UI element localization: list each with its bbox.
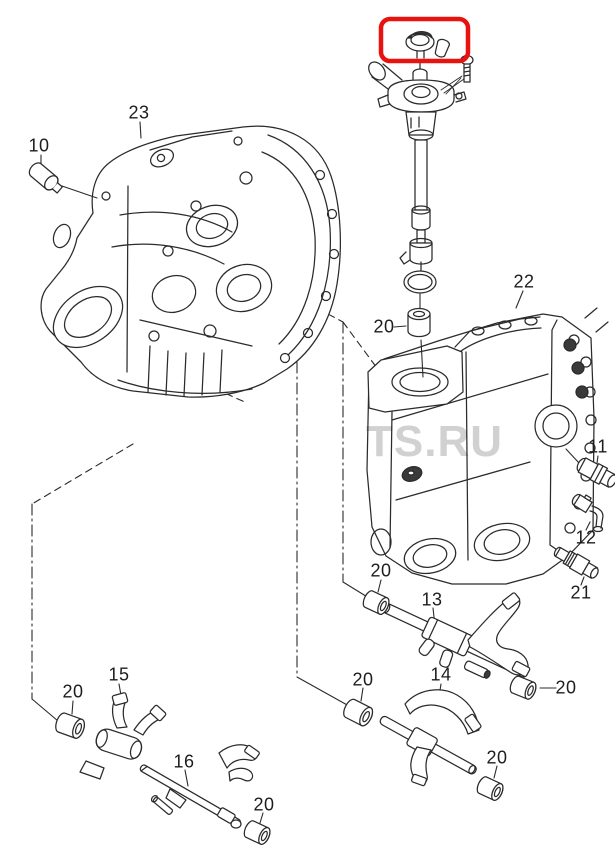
callout-20-14r: 20	[486, 747, 508, 768]
sensor-11	[565, 448, 615, 488]
highlight-box	[378, 16, 471, 64]
callout-22: 22	[513, 271, 535, 292]
selector-shaft-16	[139, 744, 260, 829]
callout-20-15: 20	[62, 681, 84, 702]
callout-20-13l: 20	[370, 560, 392, 581]
callout-12: 12	[575, 527, 597, 548]
o-ring	[403, 270, 437, 294]
housing-23	[40, 125, 341, 398]
bushing-20-shaft16-right	[243, 812, 271, 845]
bushing-20-shaft14-left	[343, 687, 374, 727]
bushing-20-filler	[407, 307, 431, 338]
callout-11: 11	[588, 436, 608, 457]
housing-22	[366, 307, 609, 585]
switch-21	[553, 546, 599, 586]
vent-plug	[434, 38, 450, 58]
plug-10	[28, 154, 98, 199]
callout-leaders	[139, 121, 524, 328]
callout-23: 23	[128, 102, 150, 123]
callout-16: 16	[173, 751, 195, 772]
callout-15: 15	[108, 664, 130, 685]
bushing-20-shaft14-right	[476, 765, 504, 801]
selector-fork-13	[382, 592, 531, 679]
bushing-20-shaft13-right	[509, 675, 557, 700]
bushing-20-fork15	[55, 700, 85, 739]
callout-20-14l: 20	[352, 669, 374, 690]
callout-14: 14	[430, 664, 452, 685]
callout-13: 13	[421, 589, 443, 610]
callout-20-16: 20	[253, 794, 275, 815]
bolt-top-right	[445, 54, 474, 95]
bushing-20-shaft13-left	[362, 579, 390, 615]
watermark: TS.RU	[366, 417, 503, 466]
callout-21: 21	[570, 582, 592, 603]
elbow-12	[571, 493, 604, 533]
callout-20-filler: 20	[373, 316, 395, 337]
callout-20-13r: 20	[555, 677, 577, 698]
callout-10: 10	[28, 135, 50, 156]
selector-fork-14	[379, 683, 482, 787]
selector-fork-15	[79, 683, 167, 780]
filler-tube-assembly	[368, 31, 467, 378]
